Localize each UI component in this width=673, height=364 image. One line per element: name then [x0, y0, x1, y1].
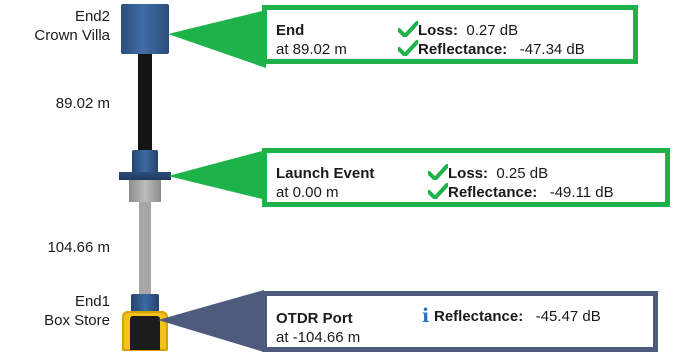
otdr-port-pointer [158, 290, 264, 352]
launch-event-location: at 0.00 m [276, 184, 339, 201]
loss-label: Loss: [418, 22, 459, 39]
launch-fiber [139, 202, 151, 296]
end-event-card[interactable]: End at 89.02 m Loss: 0.27 dB Reflectance… [262, 5, 638, 64]
reflectance-value: -47.34 dB [519, 41, 585, 58]
loss-label: Loss: [448, 165, 489, 182]
reflectance-value: -45.47 dB [535, 308, 601, 325]
otdr-port-title: OTDR Port [276, 310, 353, 327]
upper-fiber-length: 89.02 m [55, 95, 110, 112]
end2-location-name: Crown Villa [34, 27, 110, 44]
check-icon [398, 40, 418, 56]
reflectance-label: Reflectance: [418, 41, 508, 58]
end1-connector[interactable] [131, 294, 159, 316]
fiber-under-test [138, 54, 152, 152]
end1-label: End1 Box Store [0, 292, 110, 330]
reflectance-label: Reflectance: [448, 184, 538, 201]
end1-name: End1 [74, 293, 110, 310]
otdr-tester-screen [130, 316, 160, 350]
otdr-port-location: at -104.66 m [276, 329, 361, 346]
check-icon [428, 183, 448, 199]
launch-event-pointer [168, 150, 266, 200]
launch-event-reflectance: Reflectance: -49.11 dB [428, 183, 614, 202]
end-event-pointer [168, 10, 266, 68]
launch-event-loss: Loss: 0.25 dB [428, 164, 614, 183]
check-icon [398, 21, 418, 37]
end1-location-name: Box Store [44, 312, 110, 329]
launch-connector[interactable] [132, 150, 158, 174]
end-event-location: at 89.02 m [276, 41, 347, 58]
info-icon[interactable]: i [422, 305, 430, 327]
lower-fiber-length: 104.66 m [47, 239, 110, 256]
loss-value: 0.25 dB [496, 165, 549, 182]
launch-event-card[interactable]: Launch Event at 0.00 m Loss: 0.25 dB Ref… [262, 148, 670, 207]
end-event-loss: Loss: 0.27 dB [398, 21, 585, 40]
end2-label: End2 Crown Villa [0, 7, 110, 45]
end2-name: End2 [74, 8, 110, 25]
check-icon [428, 164, 448, 180]
launch-event-title: Launch Event [276, 165, 375, 182]
launch-connector-body [129, 180, 161, 202]
launch-connector-flange [119, 172, 171, 180]
reflectance-label: Reflectance: [434, 308, 524, 325]
reflectance-value: -49.11 dB [549, 184, 614, 201]
loss-value: 0.27 dB [466, 22, 519, 39]
end2-connector[interactable] [121, 4, 169, 54]
end-event-reflectance: Reflectance: -47.34 dB [398, 40, 585, 59]
end-event-title: End [276, 22, 305, 39]
